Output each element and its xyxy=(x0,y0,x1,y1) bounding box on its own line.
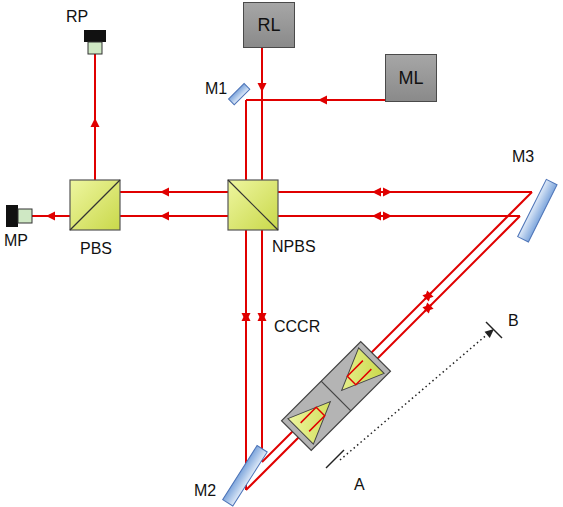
splitter-face xyxy=(228,180,278,230)
beam-splitter xyxy=(228,180,278,230)
splitter-face xyxy=(70,180,120,230)
beam xyxy=(246,216,520,490)
part-label: A xyxy=(354,476,365,494)
arrowhead xyxy=(383,188,392,197)
part-label: RP xyxy=(66,8,88,26)
arrowhead xyxy=(421,290,434,303)
internal-beam xyxy=(301,407,325,431)
part-label: CCCR xyxy=(274,318,320,336)
arrowhead xyxy=(258,83,267,92)
part-label: B xyxy=(508,312,519,330)
arrowhead xyxy=(372,188,381,197)
arrowhead xyxy=(46,212,55,221)
pbs-cube xyxy=(70,180,120,230)
beam-arrows xyxy=(46,83,435,322)
corner-cube xyxy=(288,389,343,444)
tick-a xyxy=(326,450,344,468)
laser-source-box: ML xyxy=(385,54,437,102)
part-label: M3 xyxy=(512,148,534,166)
arrowhead xyxy=(421,302,434,315)
arrowhead xyxy=(258,312,267,321)
mirror-m1 xyxy=(229,84,250,105)
laser-source-box: RL xyxy=(243,2,295,48)
internal-beam xyxy=(347,361,371,385)
arrowhead xyxy=(242,312,251,321)
part-label: MP xyxy=(4,232,28,250)
arrowhead xyxy=(318,96,327,105)
travel-line xyxy=(340,332,490,460)
travel-arrow xyxy=(485,326,497,338)
part-label: M2 xyxy=(194,482,216,500)
arrowhead xyxy=(242,313,251,322)
detector-rp xyxy=(84,30,106,54)
beam xyxy=(262,192,532,462)
measurement-beam xyxy=(245,100,247,490)
corner-cube xyxy=(329,348,384,403)
arrowhead xyxy=(160,188,169,197)
mirror-m3 xyxy=(518,179,557,242)
npbs-cube xyxy=(228,180,278,230)
mirror xyxy=(223,446,268,506)
reference-beam xyxy=(261,48,263,462)
mirror-m2 xyxy=(223,446,268,506)
detector-mp xyxy=(6,205,32,227)
mirror xyxy=(518,179,557,242)
detector-window xyxy=(18,209,32,223)
arrowhead xyxy=(383,212,392,221)
arrowhead xyxy=(160,212,169,221)
laser-beams xyxy=(32,48,532,490)
detector-window xyxy=(88,42,102,54)
source-name: RL xyxy=(257,15,280,36)
source-name: ML xyxy=(398,68,423,89)
detector-body xyxy=(84,30,106,42)
beam-splitter xyxy=(70,180,120,230)
cccr xyxy=(282,342,391,451)
arrowhead xyxy=(91,118,100,127)
arrowhead xyxy=(372,212,381,221)
mirror xyxy=(229,84,250,105)
detector-body xyxy=(6,205,18,227)
part-label: NPBS xyxy=(272,238,316,256)
cccr-body xyxy=(282,342,391,451)
measurement-beam xyxy=(246,99,385,101)
part-label: M1 xyxy=(205,80,227,98)
arrowhead xyxy=(258,313,267,322)
tick-b xyxy=(486,322,502,338)
part-label: PBS xyxy=(80,240,112,258)
